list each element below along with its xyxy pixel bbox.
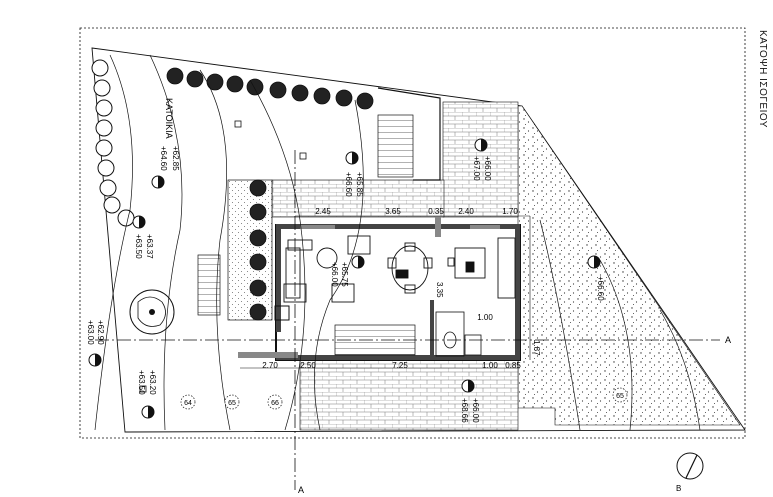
svg-text:+65.85: +65.85 xyxy=(355,172,364,197)
level-marker-3: +66.00 +67.00 xyxy=(472,138,492,181)
svg-text:+67.00: +67.00 xyxy=(472,156,481,181)
svg-text:+68.66: +68.66 xyxy=(460,398,469,423)
marker-square-3 xyxy=(299,152,307,160)
svg-text:65: 65 xyxy=(616,393,624,400)
svg-text:+66.00: +66.00 xyxy=(471,398,480,423)
svg-text:+63.50: +63.50 xyxy=(137,370,146,395)
wall-bottom xyxy=(276,355,520,360)
paved-terrace-upper-left xyxy=(271,179,445,218)
svg-text:+63.00: +63.00 xyxy=(86,320,95,345)
paved-terrace-lower xyxy=(299,359,519,431)
north-arrow-icon: B xyxy=(676,452,704,493)
section-label-bottom: A xyxy=(298,485,304,495)
dim-0-35: 0.35 xyxy=(428,207,444,216)
dim-2-50: 2.50 xyxy=(300,361,316,370)
svg-text:+62.85: +62.85 xyxy=(171,146,180,171)
kitchen xyxy=(447,237,516,299)
svg-text:+63.20: +63.20 xyxy=(148,370,157,395)
contour-label-1: 64 xyxy=(180,394,196,410)
level-marker-7: +66.60 xyxy=(587,255,605,301)
sheet-frame xyxy=(79,27,746,439)
sofa-set xyxy=(283,235,371,303)
dim-1-00: 1.00 xyxy=(477,313,493,322)
svg-text:+66.60: +66.60 xyxy=(596,276,605,301)
dim-1-00-b: 1.00 xyxy=(482,361,498,370)
svg-text:65: 65 xyxy=(228,400,236,407)
contour-label-3: 66 xyxy=(267,394,283,410)
svg-text:+62.90: +62.90 xyxy=(96,320,105,345)
hedge-left xyxy=(91,59,135,227)
wc xyxy=(435,311,482,357)
hedge-middle xyxy=(249,179,267,321)
dim-2-70: 2.70 xyxy=(262,361,278,370)
svg-text:+66.60: +66.60 xyxy=(344,172,353,197)
svg-text:+63.37: +63.37 xyxy=(145,234,154,259)
openings xyxy=(238,217,500,358)
dim-3-35: 3.35 xyxy=(435,282,444,298)
dining-table xyxy=(387,242,433,294)
dim-1-70: 1.70 xyxy=(502,207,518,216)
wall-service xyxy=(430,300,434,360)
level-marker-1: +62.85 +64.60 xyxy=(151,146,180,189)
section-label: A xyxy=(725,335,731,345)
garden-dotted-area xyxy=(517,105,741,426)
dim-2-45: 2.45 xyxy=(315,207,331,216)
marker-square-2 xyxy=(139,385,147,393)
dim-0-85: 0.85 xyxy=(505,361,521,370)
level-marker-8: +63.20 +63.50 xyxy=(137,370,157,419)
contour-label-2: 65 xyxy=(224,394,240,410)
wall-top xyxy=(276,224,520,229)
paved-terrace-upper xyxy=(442,101,519,218)
wall-right xyxy=(515,224,520,360)
svg-text:B: B xyxy=(676,484,681,493)
wall-left xyxy=(276,224,281,332)
marker-square xyxy=(234,120,242,128)
tree xyxy=(129,289,175,335)
level-marker-6: +65.75 +66.00 xyxy=(330,255,365,287)
level-marker-4: +63.37 +63.50 xyxy=(132,215,154,259)
svg-text:64: 64 xyxy=(184,400,192,407)
external-stair-upper xyxy=(377,114,414,178)
contour-lines xyxy=(94,54,701,431)
plot-boundary xyxy=(91,47,746,433)
svg-text:+63.50: +63.50 xyxy=(134,234,143,259)
contour-label-4: 65 xyxy=(612,387,628,403)
dim-3-65: 3.65 xyxy=(385,207,401,216)
level-marker-2: +65.85 +66.60 xyxy=(344,151,364,197)
dim-7-25: 7.25 xyxy=(392,361,408,370)
dim-2-40: 2.40 xyxy=(458,207,474,216)
svg-text:+66.00: +66.00 xyxy=(483,156,492,181)
external-stair-left xyxy=(197,254,221,316)
drawing-title: ΚΑΤΟΨΗ ΙΣΟΓΕΙΟΥ xyxy=(757,30,768,128)
dim-1-87: 1.87 xyxy=(532,340,541,356)
svg-text:+66.00: +66.00 xyxy=(330,262,339,287)
hedge-top xyxy=(166,67,374,110)
svg-text:+65.75: +65.75 xyxy=(340,262,349,287)
level-marker-5: +62.90 +63.00 xyxy=(86,320,105,367)
planter-strip xyxy=(227,179,273,321)
room-label-katoikia: ΚΑΤΟΙΚΙΑ xyxy=(164,98,174,139)
svg-text:66: 66 xyxy=(271,400,279,407)
stair-outline xyxy=(377,87,441,181)
svg-text:+64.60: +64.60 xyxy=(159,146,168,171)
level-marker-9: +66.00 +68.66 xyxy=(460,379,480,423)
